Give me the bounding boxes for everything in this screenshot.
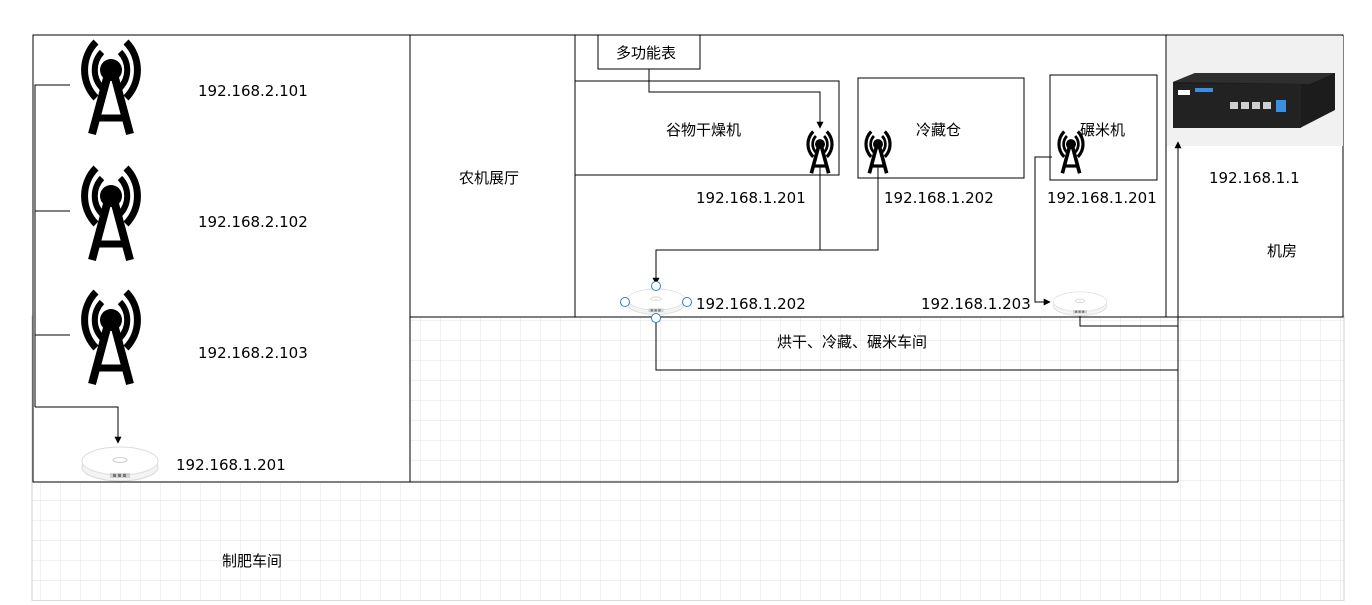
tower-ip-label: 192.168.2.101	[198, 82, 308, 100]
machinery-hall-label: 农机展厅	[459, 169, 519, 187]
fertilizer-workshop-label: 制肥车间	[222, 552, 282, 570]
cold-storage-box[interactable]	[857, 77, 1025, 179]
server-room-label: 机房	[1267, 242, 1297, 260]
cold-to-ap-line	[820, 165, 879, 251]
rice-mill-box[interactable]	[1049, 74, 1158, 181]
selection-handles[interactable]	[620, 281, 692, 323]
workshop-label: 烘干、冷藏、碾米车间	[777, 333, 927, 351]
ap-center-ip-label: 192.168.1.202	[696, 295, 806, 313]
ap-right-ip-label: 192.168.1.203	[921, 295, 1031, 313]
cold-ip-label: 192.168.1.202	[884, 189, 994, 207]
router-ip-label: 192.168.1.1	[1209, 169, 1300, 187]
access-point-icon[interactable]	[81, 446, 159, 482]
tower-ip-label: 192.168.2.102	[198, 213, 308, 231]
dryer-ip-label: 192.168.1.201	[696, 189, 806, 207]
tower-ip-label: 192.168.2.103	[198, 344, 308, 362]
workshop-outline	[409, 317, 1178, 483]
grain-dryer-box[interactable]	[574, 80, 840, 176]
mill-ip-label: 192.168.1.201	[1047, 189, 1157, 207]
machinery-hall-box[interactable]	[409, 34, 576, 318]
ap-ip-label: 192.168.1.201	[176, 456, 286, 474]
access-point-icon[interactable]	[1053, 291, 1107, 316]
meter-to-dryer-line	[648, 69, 824, 129]
access-point-icon[interactable]	[627, 288, 685, 315]
multifunction-meter-label: 多功能表	[616, 44, 676, 62]
grain-dryer-label: 谷物干燥机	[666, 121, 741, 139]
router-icon[interactable]	[1173, 73, 1335, 128]
cold-storage-label: 冷藏仓	[916, 121, 961, 139]
dryer-to-ap-line	[652, 165, 821, 285]
ap-center-to-router-line	[655, 318, 1178, 371]
rice-mill-label: 碾米机	[1080, 121, 1125, 139]
multifunction-meter-box[interactable]	[597, 34, 701, 70]
fertilizer-connections	[34, 84, 122, 444]
mill-to-ap-line	[1034, 156, 1052, 306]
ap-right-to-router-line	[1079, 316, 1178, 327]
